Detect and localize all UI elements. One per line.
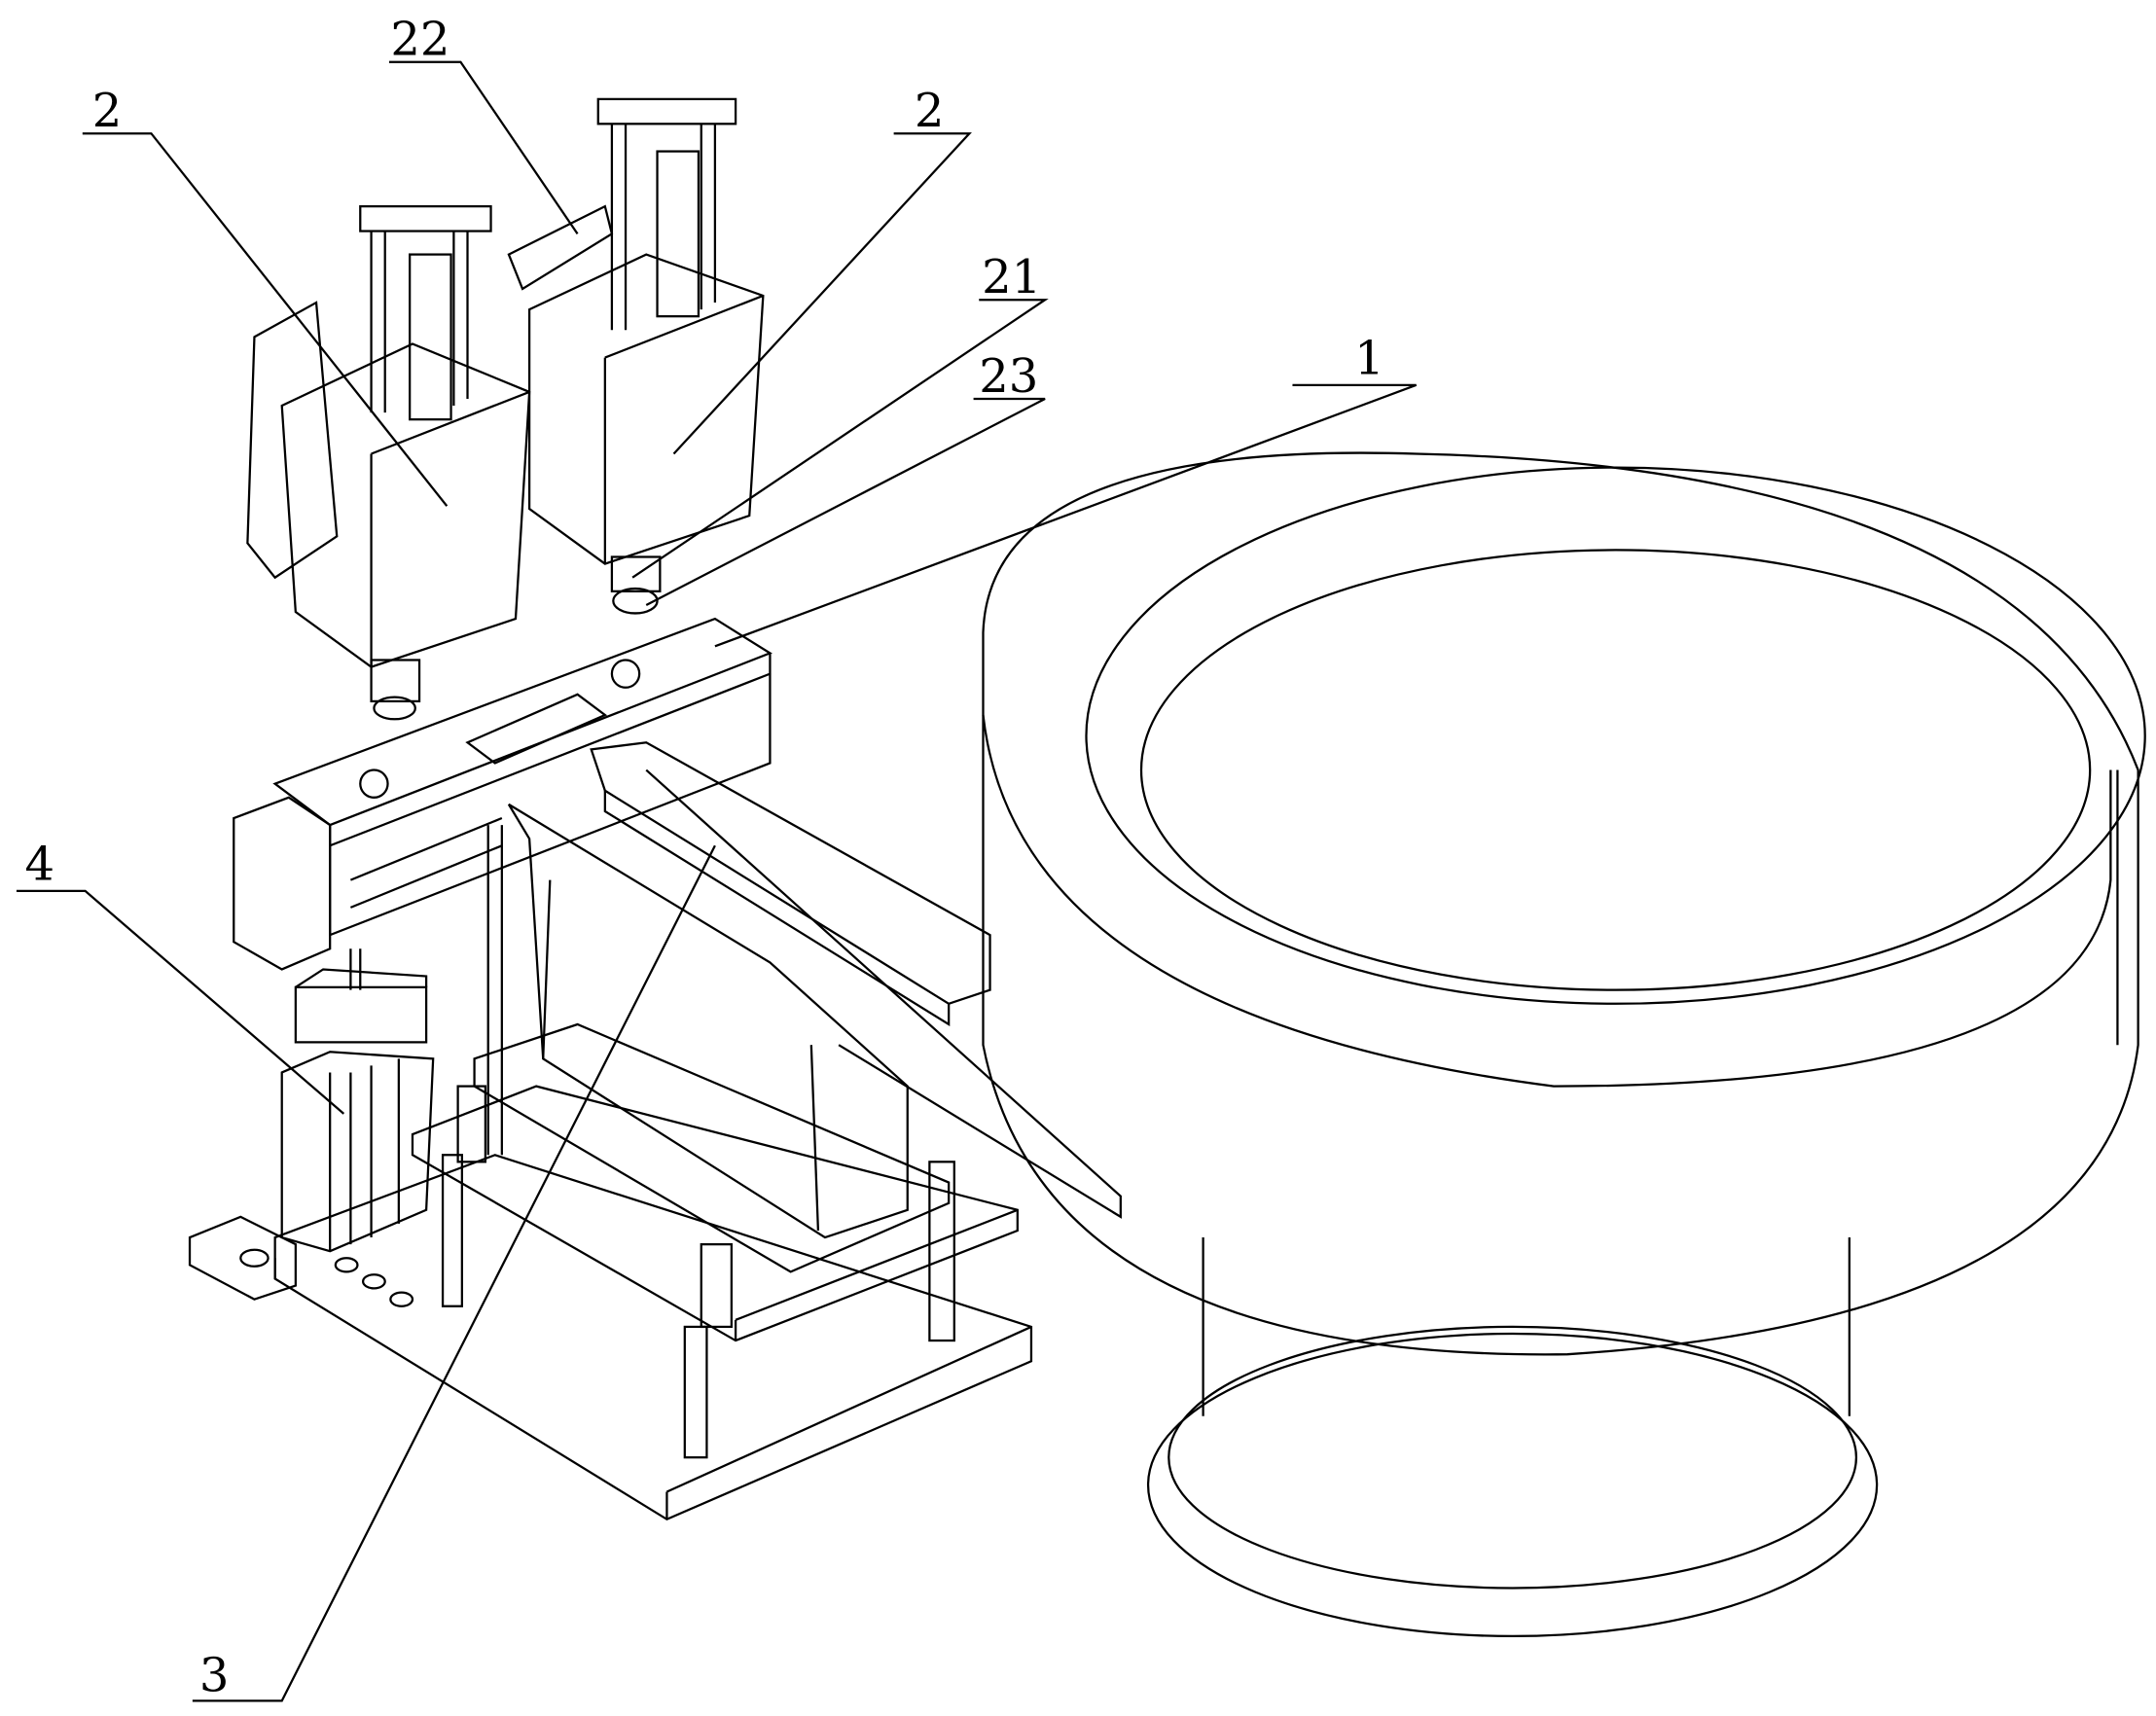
press-unit-right xyxy=(509,99,763,614)
label-feeder-bowl: 1 xyxy=(1354,332,1384,386)
base-frame xyxy=(190,1024,1031,1519)
press-unit-left xyxy=(247,206,529,719)
label-part-23: 23 xyxy=(979,349,1038,404)
feeder-bowl xyxy=(983,453,2144,1636)
label-part-22: 22 xyxy=(390,13,449,67)
label-press-unit-left: 2 xyxy=(92,84,123,138)
label-press-unit-right: 2 xyxy=(915,84,945,138)
label-part-21: 21 xyxy=(982,250,1041,304)
slide-table xyxy=(234,619,770,1155)
label-lift-cylinder: 4 xyxy=(24,838,54,892)
label-conveyor: 3 xyxy=(199,1648,230,1702)
